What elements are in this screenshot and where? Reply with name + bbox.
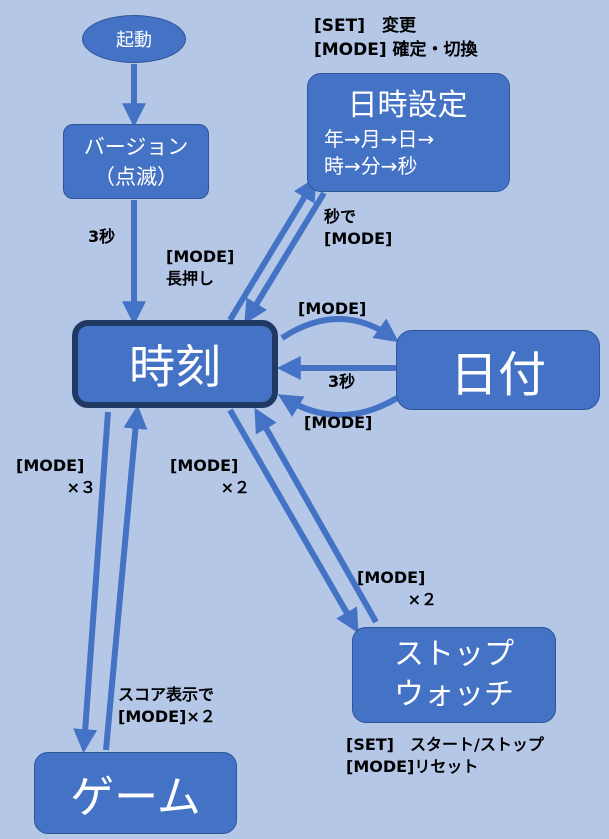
label-mode-x3-line1: [MODE]: [16, 456, 85, 475]
label-mode-long-line2: 長押し: [166, 269, 215, 288]
label-date-3sec: 3秒: [328, 372, 356, 391]
datetime-setting-node: 日時設定 年→月→日→ 時→分→秒: [307, 73, 510, 192]
set-note-line2: [MODE] 確定・切換: [314, 40, 478, 60]
label-mode-x2-clock-line1: [MODE]: [170, 456, 239, 475]
datetime-setting-note: [SET] 変更 [MODE] 確定・切換: [314, 14, 478, 62]
label-score-line2: [MODE]×２: [118, 707, 216, 726]
arrow-game-to-clock: [103, 404, 148, 751]
arrow-clock-to-set: [227, 176, 317, 322]
date-label: 日付: [449, 347, 546, 403]
label-seconds-mode-line1: 秒で: [324, 207, 357, 226]
version-label-line1: バージョン: [83, 134, 189, 159]
label-boot-3sec: 3秒: [88, 227, 116, 246]
stopwatch-note: [SET] スタート/ストップ [MODE]リセット: [346, 734, 544, 778]
stopwatch-label-line1: ストップ: [394, 637, 514, 672]
stopwatch-note-line1: [SET] スタート/ストップ: [346, 735, 544, 754]
arrow-set-to-clock: [244, 191, 327, 325]
arrow-date-return-to-clock: [277, 394, 399, 418]
label-mode-to-date: [MODE]: [298, 299, 367, 318]
version-node: バージョン （点滅）: [63, 124, 209, 199]
arrow-clock-to-date: [280, 316, 399, 343]
label-mode-x2-stopwatch-line2: ×２: [407, 590, 437, 609]
stopwatch-note-line2: [MODE]リセット: [346, 757, 479, 776]
label-score-display: スコア表示で [MODE]×２: [118, 684, 216, 728]
label-mode-x3-line2: ×３: [66, 478, 96, 497]
arrow-clock-to-stopwatch: [227, 408, 359, 634]
set-note-line1: [SET] 変更: [314, 16, 416, 36]
label-mode-from-date: [MODE]: [304, 413, 373, 432]
label-mode-x3: [MODE] ×３: [16, 455, 96, 499]
label-score-line1: スコア表示で: [118, 685, 215, 704]
label-seconds-mode-line2: [MODE]: [324, 229, 393, 248]
arrow-stopwatch-to-clock: [254, 407, 379, 624]
datetime-setting-line1: 年→月→日→: [324, 126, 435, 151]
stopwatch-node: ストップ ウォッチ: [352, 627, 556, 723]
arrow-clock-to-game: [73, 411, 111, 754]
label-mode-long-line1: [MODE]: [166, 247, 235, 266]
game-node: ゲーム: [34, 752, 237, 834]
date-node: 日付: [396, 330, 600, 410]
version-label-line2: （点滅）: [94, 164, 178, 189]
game-label: ゲーム: [70, 772, 201, 823]
label-mode-long-press: [MODE] 長押し: [166, 246, 234, 290]
clock-node: 時刻: [72, 320, 278, 408]
label-mode-x2-stopwatch-line1: [MODE]: [357, 568, 426, 587]
boot-label: 起動: [116, 30, 152, 51]
label-mode-x2-clock: [MODE] ×２: [170, 455, 250, 499]
stopwatch-label-line2: ウォッチ: [394, 677, 514, 712]
label-seconds-mode: 秒で [MODE]: [324, 206, 392, 250]
datetime-setting-title: 日時設定: [347, 87, 468, 123]
datetime-setting-line2: 時→分→秒: [324, 153, 418, 178]
label-mode-x2-stopwatch: [MODE] ×２: [357, 567, 437, 611]
label-mode-x2-clock-line2: ×２: [220, 478, 250, 497]
boot-node: 起動: [82, 15, 186, 63]
clock-label: 時刻: [129, 340, 221, 394]
